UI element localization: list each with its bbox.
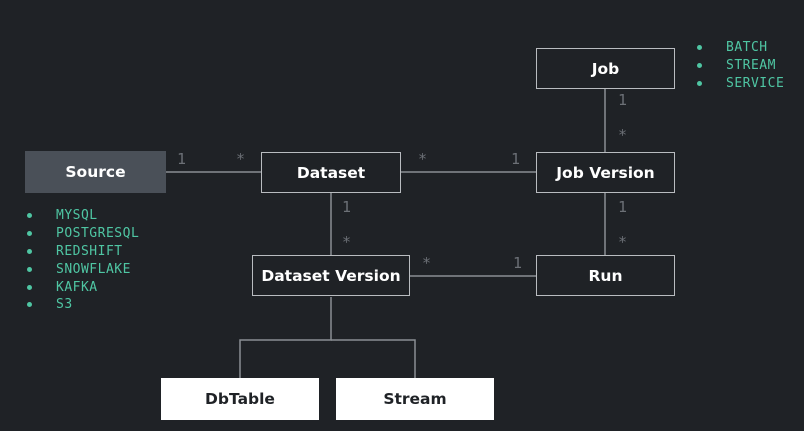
multiplicity-dataset-jv-end: * xyxy=(418,150,428,168)
multiplicity-dataset-end: * xyxy=(236,150,246,168)
list-item: SNOWFLAKE xyxy=(27,260,139,278)
list-item: BATCH xyxy=(697,39,784,57)
bullet-icon xyxy=(27,302,32,308)
multiplicity-jv-dataset-end: 1 xyxy=(511,150,521,168)
source-type-list: MYSQL POSTGRESQL REDSHIFT SNOWFLAKE KAFK… xyxy=(27,207,139,314)
multiplicity-run-dv-end: 1 xyxy=(513,254,523,272)
stream-node[interactable]: Stream xyxy=(336,378,494,420)
multiplicity-jobversion-end: * xyxy=(618,126,628,144)
bullet-icon xyxy=(697,63,702,69)
multiplicity-source-end: 1 xyxy=(177,150,187,168)
bullet-icon xyxy=(27,284,32,290)
bullet-icon xyxy=(27,266,32,272)
bullet-icon xyxy=(697,45,702,51)
source-node[interactable]: Source xyxy=(25,151,166,193)
list-item: REDSHIFT xyxy=(27,243,139,261)
run-node[interactable]: Run xyxy=(536,255,675,296)
list-item: MYSQL xyxy=(27,207,139,225)
edge-datasetversion-subtypes xyxy=(239,297,332,378)
dataset-node[interactable]: Dataset xyxy=(261,152,401,193)
multiplicity-jv-run-end: 1 xyxy=(618,198,628,216)
multiplicity-job-end: 1 xyxy=(618,91,628,109)
multiplicity-dv-run-end: * xyxy=(422,254,432,272)
dataset-version-node[interactable]: Dataset Version xyxy=(252,255,410,296)
dbtable-node[interactable]: DbTable xyxy=(161,378,319,420)
bullet-icon xyxy=(697,80,702,86)
list-item: POSTGRESQL xyxy=(27,225,139,243)
job-version-node[interactable]: Job Version xyxy=(536,152,675,193)
edge-datasetversion-stream xyxy=(331,339,416,378)
bullet-icon xyxy=(27,231,32,237)
job-node[interactable]: Job xyxy=(536,48,675,89)
multiplicity-run-jv-end: * xyxy=(618,233,628,251)
bullet-icon xyxy=(27,213,32,219)
list-item: KAFKA xyxy=(27,278,139,296)
list-item: SERVICE xyxy=(697,75,784,93)
list-item: STREAM xyxy=(697,57,784,75)
list-item: S3 xyxy=(27,296,139,314)
job-type-list: BATCH STREAM SERVICE xyxy=(697,39,784,92)
bullet-icon xyxy=(27,248,32,254)
multiplicity-dv-dataset-end: * xyxy=(342,233,352,251)
multiplicity-dataset-dv-end: 1 xyxy=(342,198,352,216)
